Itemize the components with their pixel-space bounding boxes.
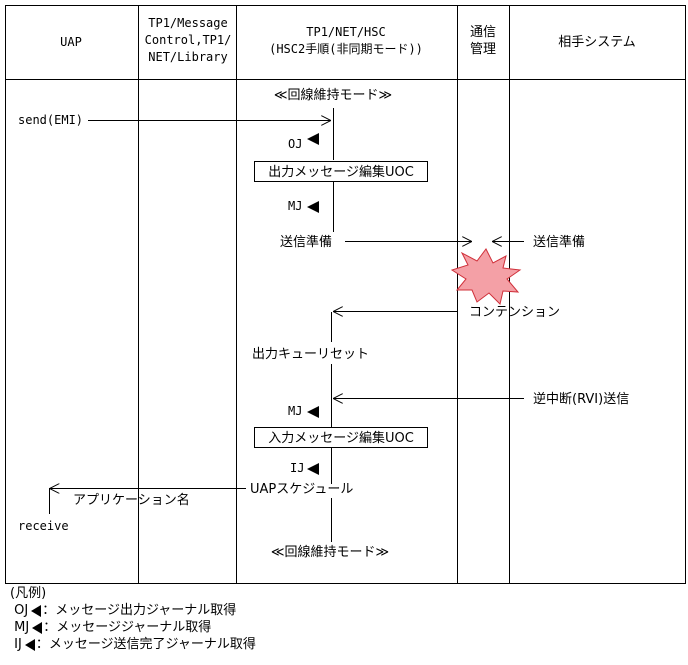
send-label: send(EMI) xyxy=(18,113,83,127)
header-hsc-line1: TP1/NET/HSC xyxy=(306,25,385,39)
mj-triangle-icon-1 xyxy=(307,201,319,213)
header-tp1mc-line1: TP1/Message xyxy=(148,16,227,30)
mj-triangle-icon-2 xyxy=(307,406,319,418)
reset-label: 出力キューリセット xyxy=(252,347,369,362)
contention-label: コンテンション xyxy=(469,305,560,320)
header-comm-line1: 通信 xyxy=(470,25,496,40)
oj-label: OJ xyxy=(288,137,302,151)
header-partner: 相手システム xyxy=(558,35,636,50)
legend-code: IJ xyxy=(14,637,22,652)
legend-code: MJ xyxy=(14,620,30,635)
legend-code: OJ xyxy=(14,603,29,618)
legend-text: ：メッセージジャーナル取得 xyxy=(43,620,212,635)
collision-burst-icon xyxy=(450,248,522,305)
journal-triangle-icon xyxy=(31,604,42,617)
appname-label: アプリケーション名 xyxy=(73,492,190,508)
journal-triangle-icon xyxy=(24,638,35,651)
legend: (凡例) OJ ：メッセージ出力ジャーナル取得 MJ ：メッセージジャーナル取得 I… xyxy=(10,585,256,653)
ij-triangle-icon xyxy=(307,463,319,475)
rvi-label: 逆中断(RVI)送信 xyxy=(533,391,629,407)
header-hsc-line2: (HSC2手順(非同期モード)) xyxy=(269,42,423,56)
prep-left-label: 送信準備 xyxy=(280,234,332,250)
legend-text: ：メッセージ送信完了ジャーナル取得 xyxy=(35,637,256,652)
legend-text: ：メッセージ出力ジャーナル取得 xyxy=(42,603,237,618)
output-uoc-label: 出力メッセージ編集UOC xyxy=(268,164,414,180)
receive-label: receive xyxy=(18,519,69,533)
ij-label: IJ xyxy=(290,461,304,475)
header-comm-line2: 管理 xyxy=(470,42,496,57)
schedule-label: UAPスケジュール xyxy=(250,482,353,497)
input-uoc-box xyxy=(254,427,428,448)
journal-triangle-icon xyxy=(32,621,43,634)
diagram-frame xyxy=(5,5,686,584)
prep-right-label: 送信準備 xyxy=(533,234,585,250)
mj-label-1: MJ xyxy=(288,199,302,213)
legend-item-oj: OJ ：メッセージ出力ジャーナル取得 xyxy=(10,602,256,619)
mode-label-bottom: ≪回線維持モード≫ xyxy=(271,544,389,560)
legend-item-mj: MJ ：メッセージジャーナル取得 xyxy=(10,619,256,636)
header-uap: UAP xyxy=(60,35,82,49)
legend-title: (凡例) xyxy=(10,586,47,601)
mj-label-2: MJ xyxy=(288,404,302,418)
output-uoc-box xyxy=(254,161,428,182)
header-tp1mc-line2: Control,TP1/ xyxy=(145,33,232,47)
legend-item-ij: IJ ：メッセージ送信完了ジャーナル取得 xyxy=(10,636,256,653)
header-tp1mc-line3: NET/Library xyxy=(148,50,227,64)
oj-triangle-icon xyxy=(307,133,319,145)
input-uoc-label: 入力メッセージ編集UOC xyxy=(268,430,414,446)
mode-label-top: ≪回線維持モード≫ xyxy=(274,87,392,103)
